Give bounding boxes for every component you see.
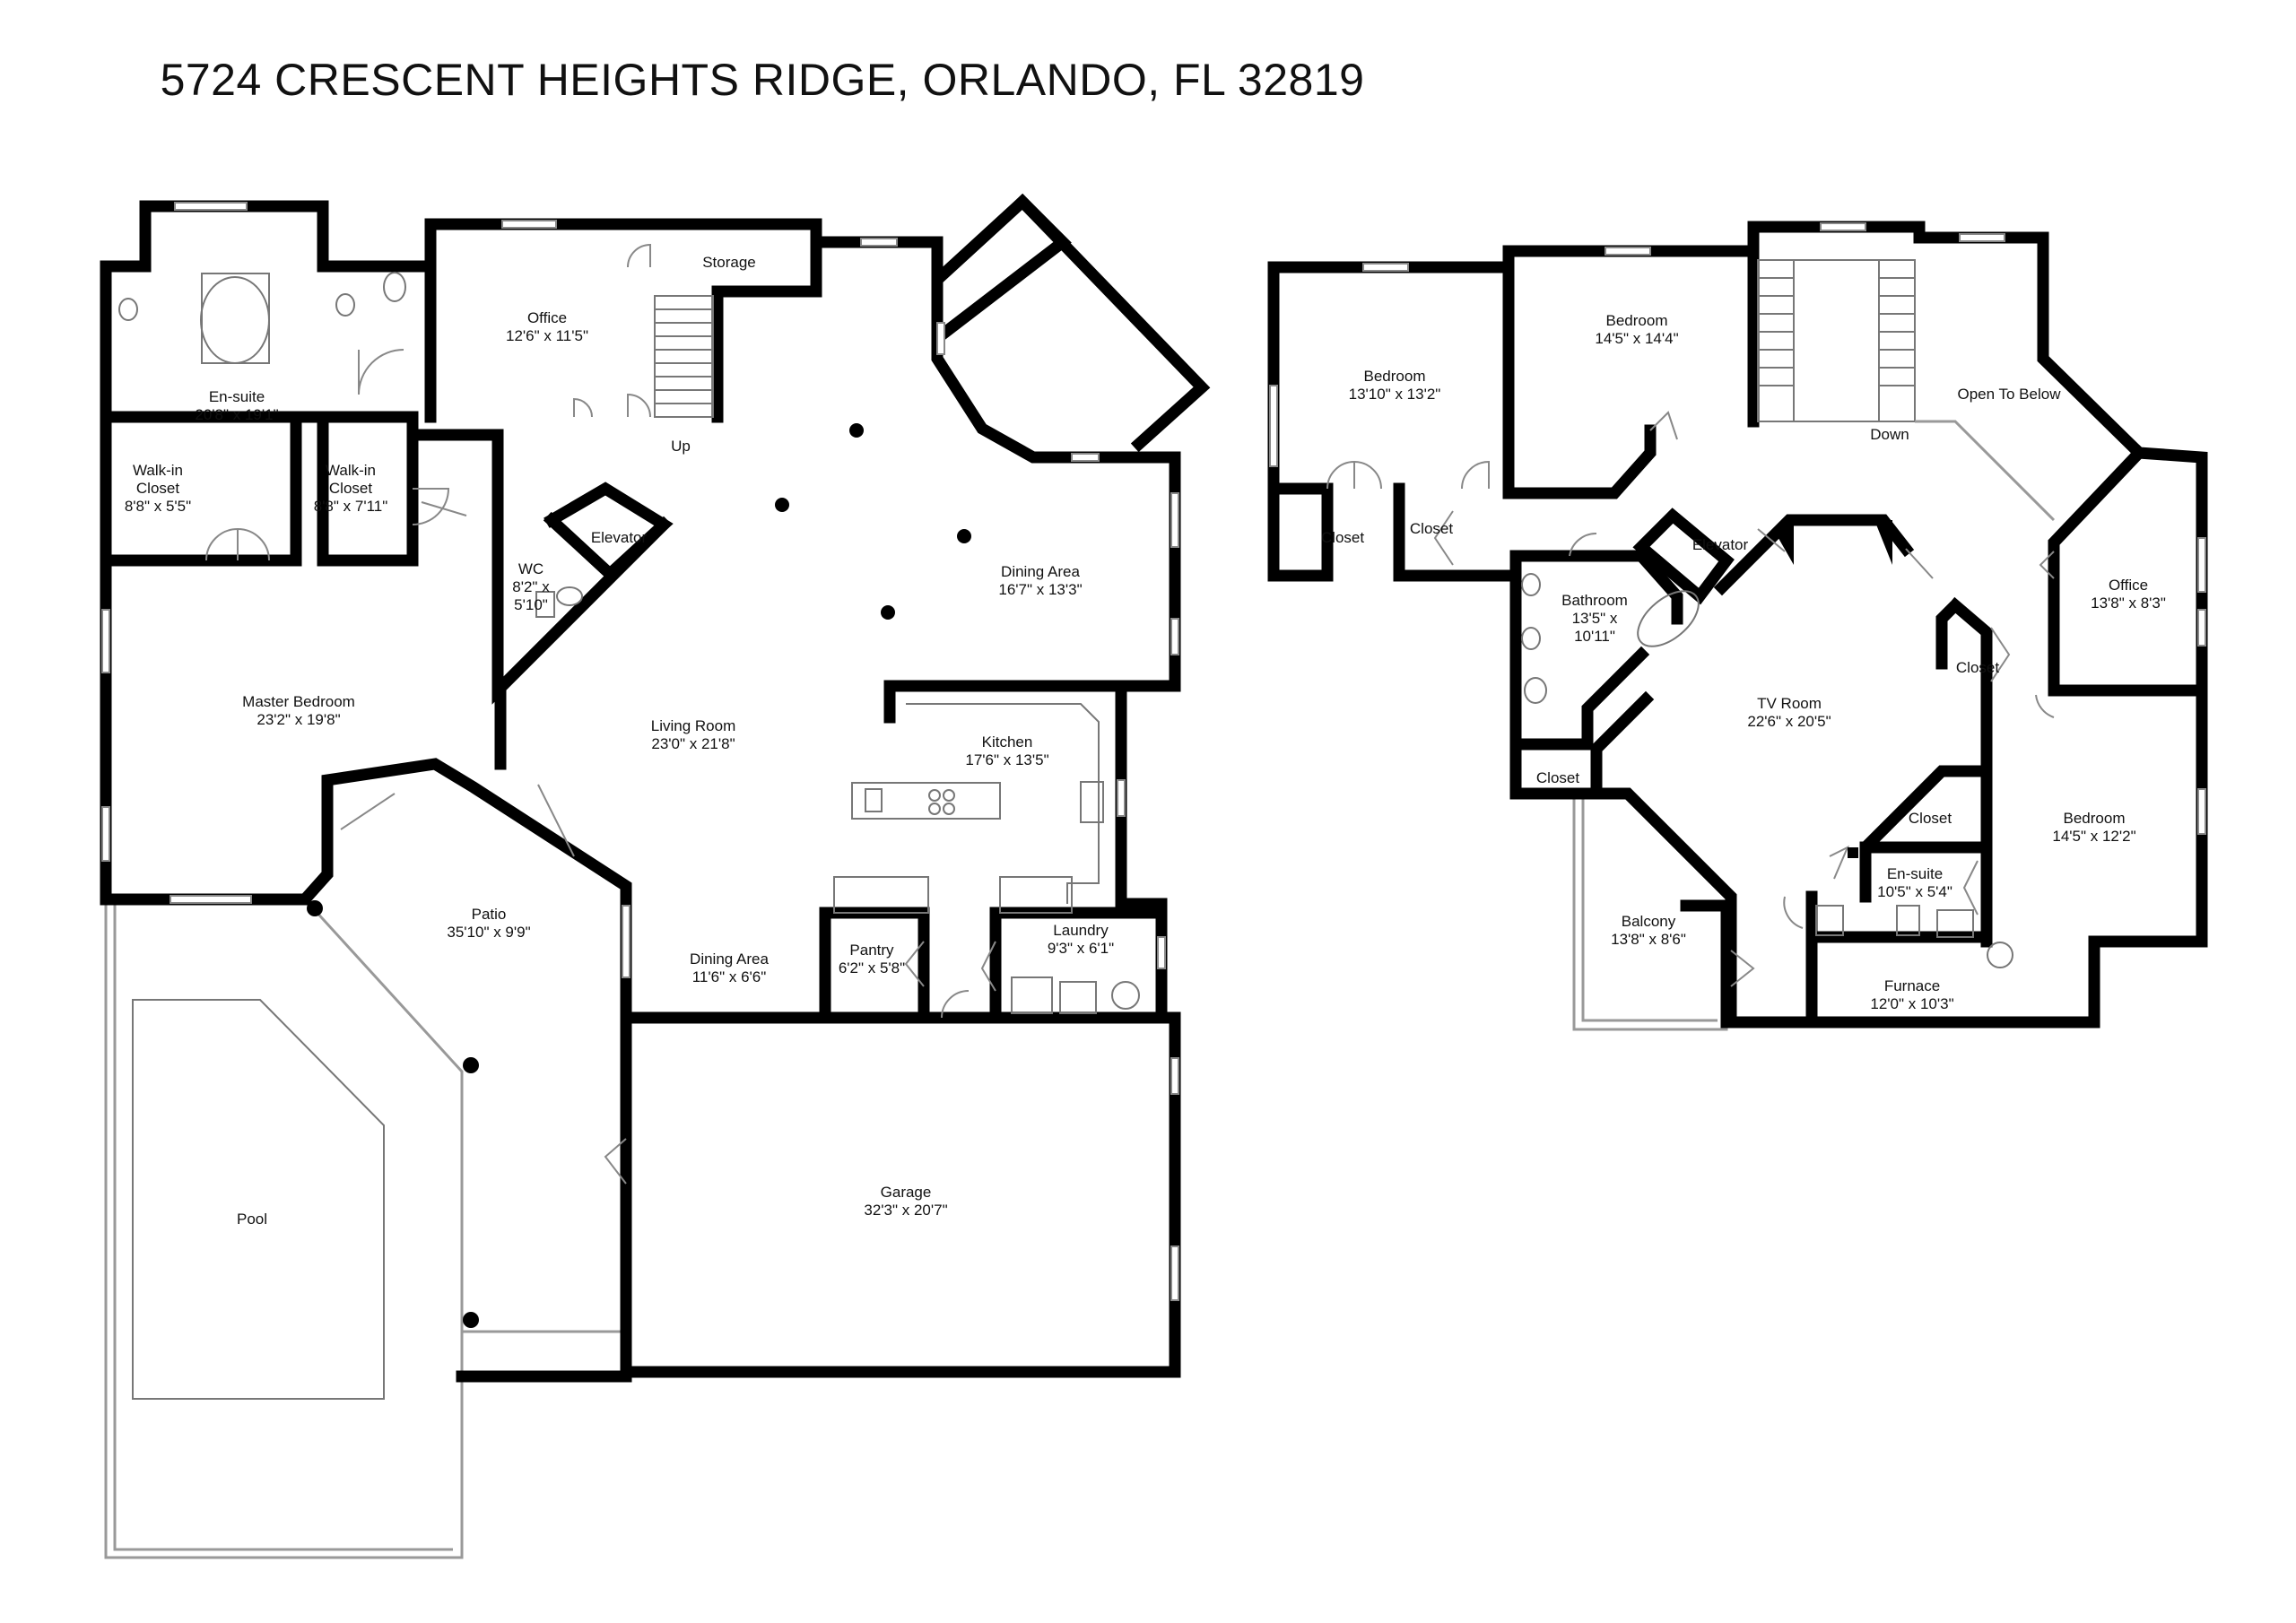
- label-pool: Pool: [237, 1211, 267, 1228]
- label-laundry: Laundry: [1053, 922, 1109, 939]
- label-bedroom-2a: Bedroom: [1364, 368, 1426, 385]
- label-bathroom: Bathroom: [1561, 592, 1628, 609]
- dims-wc-a: 8'2" x: [512, 578, 550, 595]
- label-office-2: Office: [2109, 577, 2148, 594]
- label-walkin-1: Walk-in: [133, 462, 183, 479]
- floor2-stairs: [1757, 259, 2056, 522]
- label-closet-d: Closet: [1536, 769, 1579, 786]
- dims-walkin-2: 8'8" x 7'11": [314, 498, 388, 515]
- label-garage: Garage: [881, 1184, 932, 1201]
- dims-bedroom-2b: 14'5" x 14'4": [1595, 330, 1678, 347]
- floor1-columns: [307, 423, 971, 1376]
- floor1-stairs: [654, 295, 714, 418]
- floor1-plan: [100, 193, 1211, 1559]
- dims-master: 23'2" x 19'8": [257, 711, 340, 728]
- dims-wc-b: 5'10": [514, 596, 548, 613]
- label-up: Up: [671, 438, 691, 455]
- dims-furnace: 12'0" x 10'3": [1870, 995, 1953, 1012]
- label-wc: WC: [518, 560, 544, 577]
- dims-pantry: 6'2" x 5'8": [839, 959, 905, 976]
- label-master: Master Bedroom: [242, 693, 355, 710]
- label-furnace: Furnace: [1884, 977, 1940, 994]
- label-elevator-2: Elevator: [1692, 536, 1749, 553]
- pool-outline: [132, 999, 385, 1400]
- floor1-fixtures: [118, 272, 1140, 1014]
- floor2-fixtures: [1521, 573, 2013, 968]
- floor2-doors: [1326, 411, 2055, 987]
- label-ensuite-2: En-suite: [1887, 865, 1943, 882]
- label-open-below: Open To Below: [1958, 386, 2062, 403]
- dims-ensuite-2: 10'5" x 5'4": [1877, 883, 1952, 900]
- dims-walkin-1: 8'8" x 5'5": [125, 498, 191, 515]
- floor2-windows: [1269, 222, 2206, 835]
- dims-kitchen: 17'6" x 13'5": [965, 751, 1048, 768]
- floor1-windows: [101, 202, 1179, 1301]
- floor1-doors: [205, 243, 996, 1185]
- dims-bathroom-b: 10'11": [1574, 628, 1615, 645]
- label-bedroom-2c: Bedroom: [2064, 810, 2126, 827]
- label-closet-c: Closet: [1956, 659, 1999, 676]
- dims-dining-2: 11'6" x 6'6": [692, 968, 767, 985]
- floor2-columns: [1776, 520, 1892, 858]
- dims-dining-1: 16'7" x 13'3": [998, 581, 1082, 598]
- dims-laundry: 9'3" x 6'1": [1048, 940, 1114, 957]
- dims-office-1: 12'6" x 11'5": [506, 327, 588, 344]
- floor2-walls: [1267, 221, 2208, 1028]
- label-walkin-2b: Closet: [329, 480, 372, 497]
- dims-living: 23'0" x 21'8": [651, 735, 735, 752]
- label-living: Living Room: [651, 717, 736, 734]
- dims-patio: 35'10" x 9'9": [447, 924, 530, 941]
- label-closet-a: Closet: [1321, 529, 1364, 546]
- room-labels: Storage Office 12'6" x 11'5" En-suite 20…: [125, 254, 2166, 1228]
- dims-office-2: 13'8" x 8'3": [2091, 595, 2166, 612]
- label-storage: Storage: [702, 254, 756, 271]
- label-walkin-1b: Closet: [136, 480, 179, 497]
- label-kitchen: Kitchen: [982, 733, 1033, 751]
- dims-balcony: 13'8" x 8'6": [1611, 931, 1686, 948]
- dims-bedroom-2a: 13'10" x 13'2": [1349, 386, 1441, 403]
- label-dining-2: Dining Area: [690, 950, 769, 968]
- label-ensuite-1: En-suite: [209, 388, 265, 405]
- label-bedroom-2b: Bedroom: [1606, 312, 1668, 329]
- dims-tvroom: 22'6" x 20'5": [1747, 713, 1831, 730]
- label-office-1: Office: [527, 309, 567, 326]
- label-dining-1: Dining Area: [1001, 563, 1080, 580]
- label-elevator-1: Elevator: [591, 529, 648, 546]
- label-patio: Patio: [472, 906, 507, 923]
- dims-ensuite-1: 20'8" x 19'1": [195, 406, 278, 423]
- label-closet-e: Closet: [1909, 810, 1952, 827]
- pool-area: [104, 898, 626, 1559]
- label-tvroom: TV Room: [1757, 695, 1822, 712]
- label-closet-b: Closet: [1410, 520, 1453, 537]
- floor2-plan: [1267, 221, 2208, 1031]
- page-title: 5724 CRESCENT HEIGHTS RIDGE, ORLANDO, FL…: [160, 55, 1365, 105]
- dims-bedroom-2c: 14'5" x 12'2": [2052, 828, 2135, 845]
- label-pantry: Pantry: [849, 942, 894, 959]
- label-down: Down: [1870, 426, 1909, 443]
- dims-bathroom-a: 13'5" x: [1572, 610, 1618, 627]
- dims-garage: 32'3" x 20'7": [864, 1202, 947, 1219]
- label-walkin-2: Walk-in: [326, 462, 376, 479]
- label-balcony: Balcony: [1622, 913, 1676, 930]
